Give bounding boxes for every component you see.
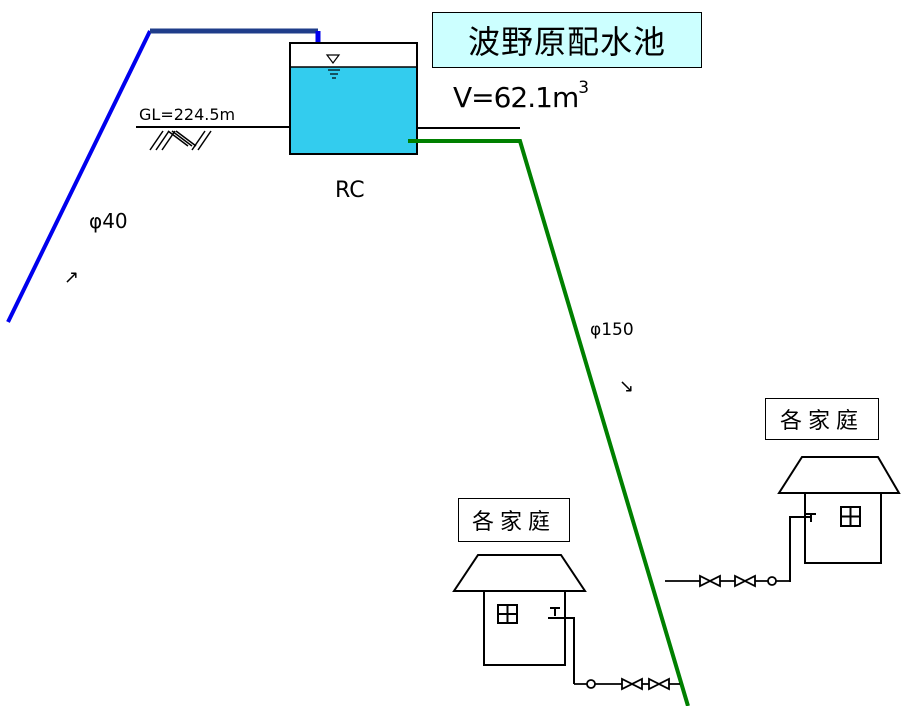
inflow-pipe-label: φ40 [89,209,128,233]
outflow-pipe-label: φ150 [590,320,634,340]
inflow-arrow-icon: ↗ [64,267,80,288]
reservoir-tank [289,42,520,155]
water-level-symbol [325,54,341,79]
service-line-1 [574,677,680,691]
faucet-icon [789,513,816,582]
ground-line [136,126,290,151]
service-line-2 [665,574,790,588]
ground-level-label: GL=224.5m [139,105,236,124]
house-2 [777,456,901,582]
outflow-pipe [408,139,690,706]
house-1 [452,554,587,684]
faucet-icon [548,607,575,684]
volume-label: V=62.1m3 [453,78,589,114]
window-icon [840,506,861,527]
tank-material-label: RC [335,178,365,203]
household-label-2: 各家庭 [765,398,879,440]
reservoir-title: 波野原配水池 [432,12,702,68]
inflow-pipe [6,28,321,323]
outflow-arrow-icon: ↘ [619,376,635,397]
window-icon [497,604,518,624]
household-label-1: 各家庭 [458,498,570,542]
